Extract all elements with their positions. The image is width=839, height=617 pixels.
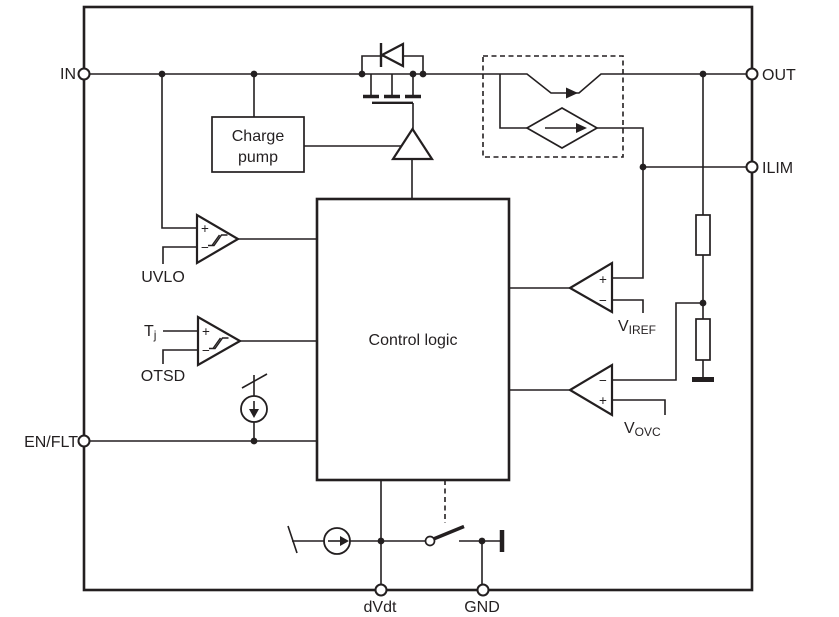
wire-diamond-out — [596, 127, 644, 279]
pins: IN EN/FLT OUT ILIM dVdt GND — [24, 66, 796, 616]
pin-ilim-terminal — [745, 160, 759, 174]
pin-out-label: OUT — [762, 67, 796, 84]
ilim-resistor-divider — [692, 214, 714, 382]
ovc-plus-sign: + — [599, 393, 607, 408]
pin-ilim-label: ILIM — [762, 160, 793, 177]
pin-dvdt-terminal — [374, 583, 388, 597]
discharge-switch — [424, 524, 505, 552]
charge-pump-block: Charge pump — [211, 116, 305, 173]
hysteresis-icon — [208, 234, 228, 247]
down-arrow-icon — [249, 409, 259, 418]
current-sense-block — [482, 55, 624, 158]
otsd-minus-sign: − — [202, 343, 210, 358]
iref-comparator: + − VIREF — [567, 261, 656, 337]
dvdt-current-source — [287, 525, 351, 555]
pass-fet — [363, 94, 421, 104]
wire-divider-tap — [612, 302, 703, 381]
junction-dot — [358, 70, 366, 78]
resistor-top — [695, 214, 711, 256]
chip-outline — [82, 5, 754, 592]
pin-en-flt-label: EN/FLT — [24, 434, 78, 451]
resistor-bottom — [695, 318, 711, 361]
en-pullup-current-source — [240, 373, 268, 423]
pin-gnd-terminal — [476, 583, 490, 597]
junction-dot — [250, 70, 258, 78]
charge-pump-label-line2: pump — [238, 149, 278, 166]
diamond-arrow-icon — [576, 123, 587, 133]
ovc-comparator: − + VOVC — [567, 363, 661, 439]
uvlo-plus-sign: + — [201, 221, 209, 236]
body-diode — [379, 42, 405, 68]
otsd-plus-sign: + — [202, 324, 210, 339]
junction-dot — [478, 537, 486, 545]
otsd-comparator: + − Tj OTSD — [141, 315, 243, 385]
gate-driver-triangle — [390, 126, 435, 161]
iref-plus-sign: + — [599, 272, 607, 287]
iref-minus-sign: − — [599, 293, 607, 308]
wire-viref-ref-stub — [612, 299, 644, 313]
junction-dot — [409, 70, 417, 78]
pin-gnd-label: GND — [464, 599, 500, 616]
switch-lever — [432, 524, 465, 541]
uvlo-minus-sign: − — [201, 240, 209, 255]
junction-dot — [250, 437, 258, 445]
uvlo-comparator: + − UVLO — [141, 213, 241, 286]
wires — [84, 55, 752, 590]
junction-dots — [158, 70, 707, 545]
charge-pump-box — [211, 116, 305, 173]
wire-vovc-ref-stub — [612, 399, 666, 415]
tj-label: Tj — [144, 323, 156, 342]
pin-en-flt-terminal — [77, 434, 91, 448]
viref-label: VIREF — [618, 318, 656, 337]
pin-in-terminal — [77, 67, 91, 81]
diode-triangle — [379, 42, 405, 68]
ovc-minus-sign: − — [599, 373, 607, 388]
sense-arrow-icon — [566, 87, 578, 99]
junction-dot — [699, 299, 707, 307]
otsd-label: OTSD — [141, 368, 185, 385]
iref-triangle — [567, 261, 614, 314]
right-arrow-icon — [340, 536, 349, 546]
adjustable-slash-icon — [241, 373, 268, 389]
adjustable-slash-icon — [287, 525, 298, 554]
switch-pole-circle — [424, 535, 436, 547]
junction-dot — [639, 163, 647, 171]
charge-pump-label-line1: Charge — [232, 128, 285, 145]
hysteresis-icon — [209, 337, 229, 350]
vovc-label: VOVC — [624, 420, 661, 439]
pin-out-terminal — [745, 67, 759, 81]
wire-otsd-ref-stub — [162, 349, 198, 364]
uvlo-label: UVLO — [141, 269, 185, 286]
sense-dashed-box — [482, 55, 624, 158]
pin-dvdt-label: dVdt — [364, 599, 397, 616]
junction-dot — [699, 70, 707, 78]
ovc-triangle — [567, 363, 614, 417]
control-logic-block: Control logic — [315, 197, 511, 482]
wire-fet-stubs — [370, 74, 414, 95]
wire-diamond-feed — [499, 74, 528, 129]
junction-dot — [158, 70, 166, 78]
control-logic-label: Control logic — [369, 332, 458, 349]
wire-uvlo-feed — [161, 74, 197, 229]
gate-driver — [390, 126, 435, 161]
pin-in-label: IN — [60, 66, 76, 83]
junction-dot — [377, 537, 385, 545]
control-logic-box — [315, 197, 511, 482]
junction-dot — [419, 70, 427, 78]
wire-in-out-rail — [84, 73, 752, 94]
wire-uvlo-ref-stub — [162, 246, 197, 264]
